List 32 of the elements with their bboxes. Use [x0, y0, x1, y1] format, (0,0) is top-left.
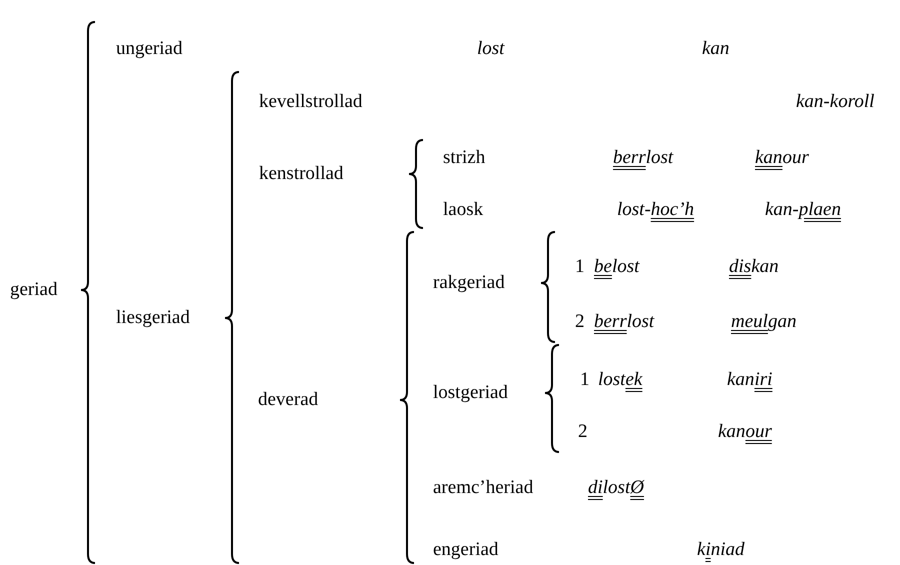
term-label: lostgeriad [433, 382, 508, 404]
term-label: berrlost [613, 147, 674, 169]
term-label: berrlost [594, 311, 654, 333]
term-label: kan [702, 38, 730, 60]
term-label: lost [477, 38, 504, 60]
term-label: strizh [443, 147, 486, 169]
term-label: belost [594, 256, 640, 278]
term-label: 2 [575, 311, 584, 333]
term-label: aremc’heriad [433, 477, 534, 499]
term-label: dilostØ [588, 477, 644, 499]
term-label: kan-plaen [765, 199, 841, 221]
term-label: kenstrollad [259, 163, 344, 185]
term-label: laosk [443, 199, 484, 221]
term-label: diskan [729, 256, 779, 278]
term-label: liesgeriad [116, 307, 190, 329]
term-label: kan-koroll [796, 91, 874, 113]
term-label: kevellstrollad [259, 91, 362, 113]
term-label: lost-hoc’h [617, 199, 694, 221]
term-label: kanour [718, 421, 772, 443]
term-label: ungeriad [116, 38, 182, 60]
term-label: engeriad [433, 539, 498, 561]
term-label: lostek [598, 369, 642, 391]
term-label: deverad [258, 389, 318, 411]
term-label: 1 [580, 369, 590, 391]
term-label: meulgan [731, 311, 796, 333]
term-label: 2 [578, 421, 588, 443]
term-label: 1 [575, 256, 584, 278]
term-label: kiniad [697, 539, 744, 561]
term-label: geriad [10, 279, 58, 301]
term-label: rakgeriad [433, 272, 505, 294]
term-label: kaniri [727, 369, 772, 391]
term-label: kanour [755, 147, 809, 169]
